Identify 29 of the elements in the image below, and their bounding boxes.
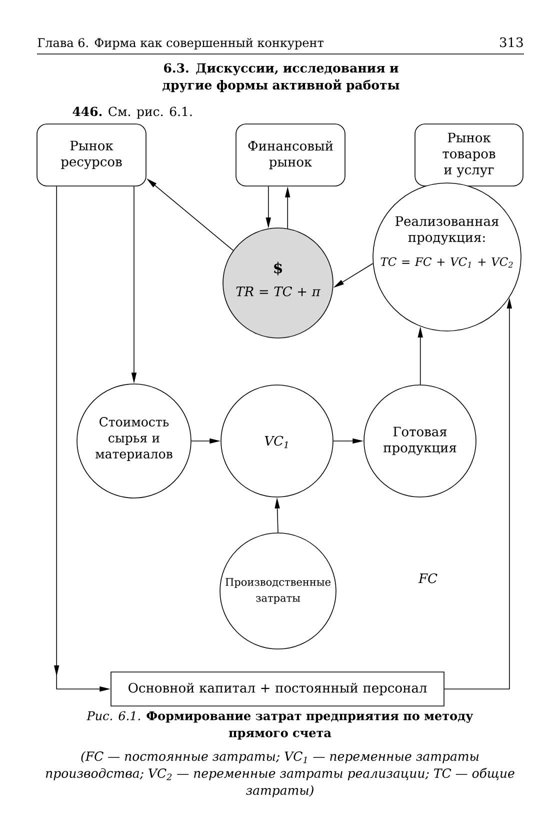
circle-node bbox=[76, 384, 192, 498]
circle-node bbox=[220, 384, 334, 498]
page-number: 313 bbox=[500, 37, 523, 48]
node-text: Рынок товаров и услуг bbox=[442, 132, 496, 178]
circle-node bbox=[364, 384, 476, 498]
node-text: Рынок ресурсов bbox=[61, 140, 122, 170]
formula-text: TC = FC + VC$_{1}$ + VC$_{2}$ bbox=[380, 257, 513, 268]
node-text: Финансовый рынок bbox=[248, 140, 333, 170]
node-text: Стоимость сырья и материалов bbox=[96, 417, 172, 461]
node-text: Реализованная продукция: bbox=[396, 216, 498, 245]
circle-node bbox=[220, 532, 336, 650]
formula-text: VC$_{1}$ bbox=[264, 436, 288, 448]
node-text: Основной капитал + постоянный персонал bbox=[128, 682, 427, 696]
circle-node bbox=[372, 182, 522, 332]
process-box bbox=[110, 672, 444, 706]
rounded-box bbox=[36, 124, 146, 186]
formula-text: TR = TC + π bbox=[236, 286, 321, 296]
node-text: Производственные затраты bbox=[226, 578, 330, 604]
shaded-circle bbox=[222, 228, 334, 338]
variable-label: FC bbox=[418, 573, 438, 584]
caption-note: (FC — постоянные затраты; VC$_{1}$ — переменные затраты производства; VC$_{2}$ — переменные затраты реализации; TC — общие затраты) bbox=[46, 751, 514, 798]
rounded-box bbox=[236, 124, 346, 186]
node-text: Готовая продукция bbox=[384, 426, 456, 456]
section-title: 6.3. Дискуссии, исследования и другие формы активной работы bbox=[162, 63, 400, 92]
dollar-sign: $ bbox=[274, 262, 282, 276]
exercise-reference: 446. См. рис. 6.1. bbox=[72, 106, 192, 119]
running-header: Глава 6. Фирма как совершенный конкурент bbox=[38, 38, 324, 50]
rounded-box bbox=[414, 124, 524, 186]
figure-caption: Рис. 6.1. Формирование затрат предприятия по методу прямого счета bbox=[86, 711, 474, 740]
